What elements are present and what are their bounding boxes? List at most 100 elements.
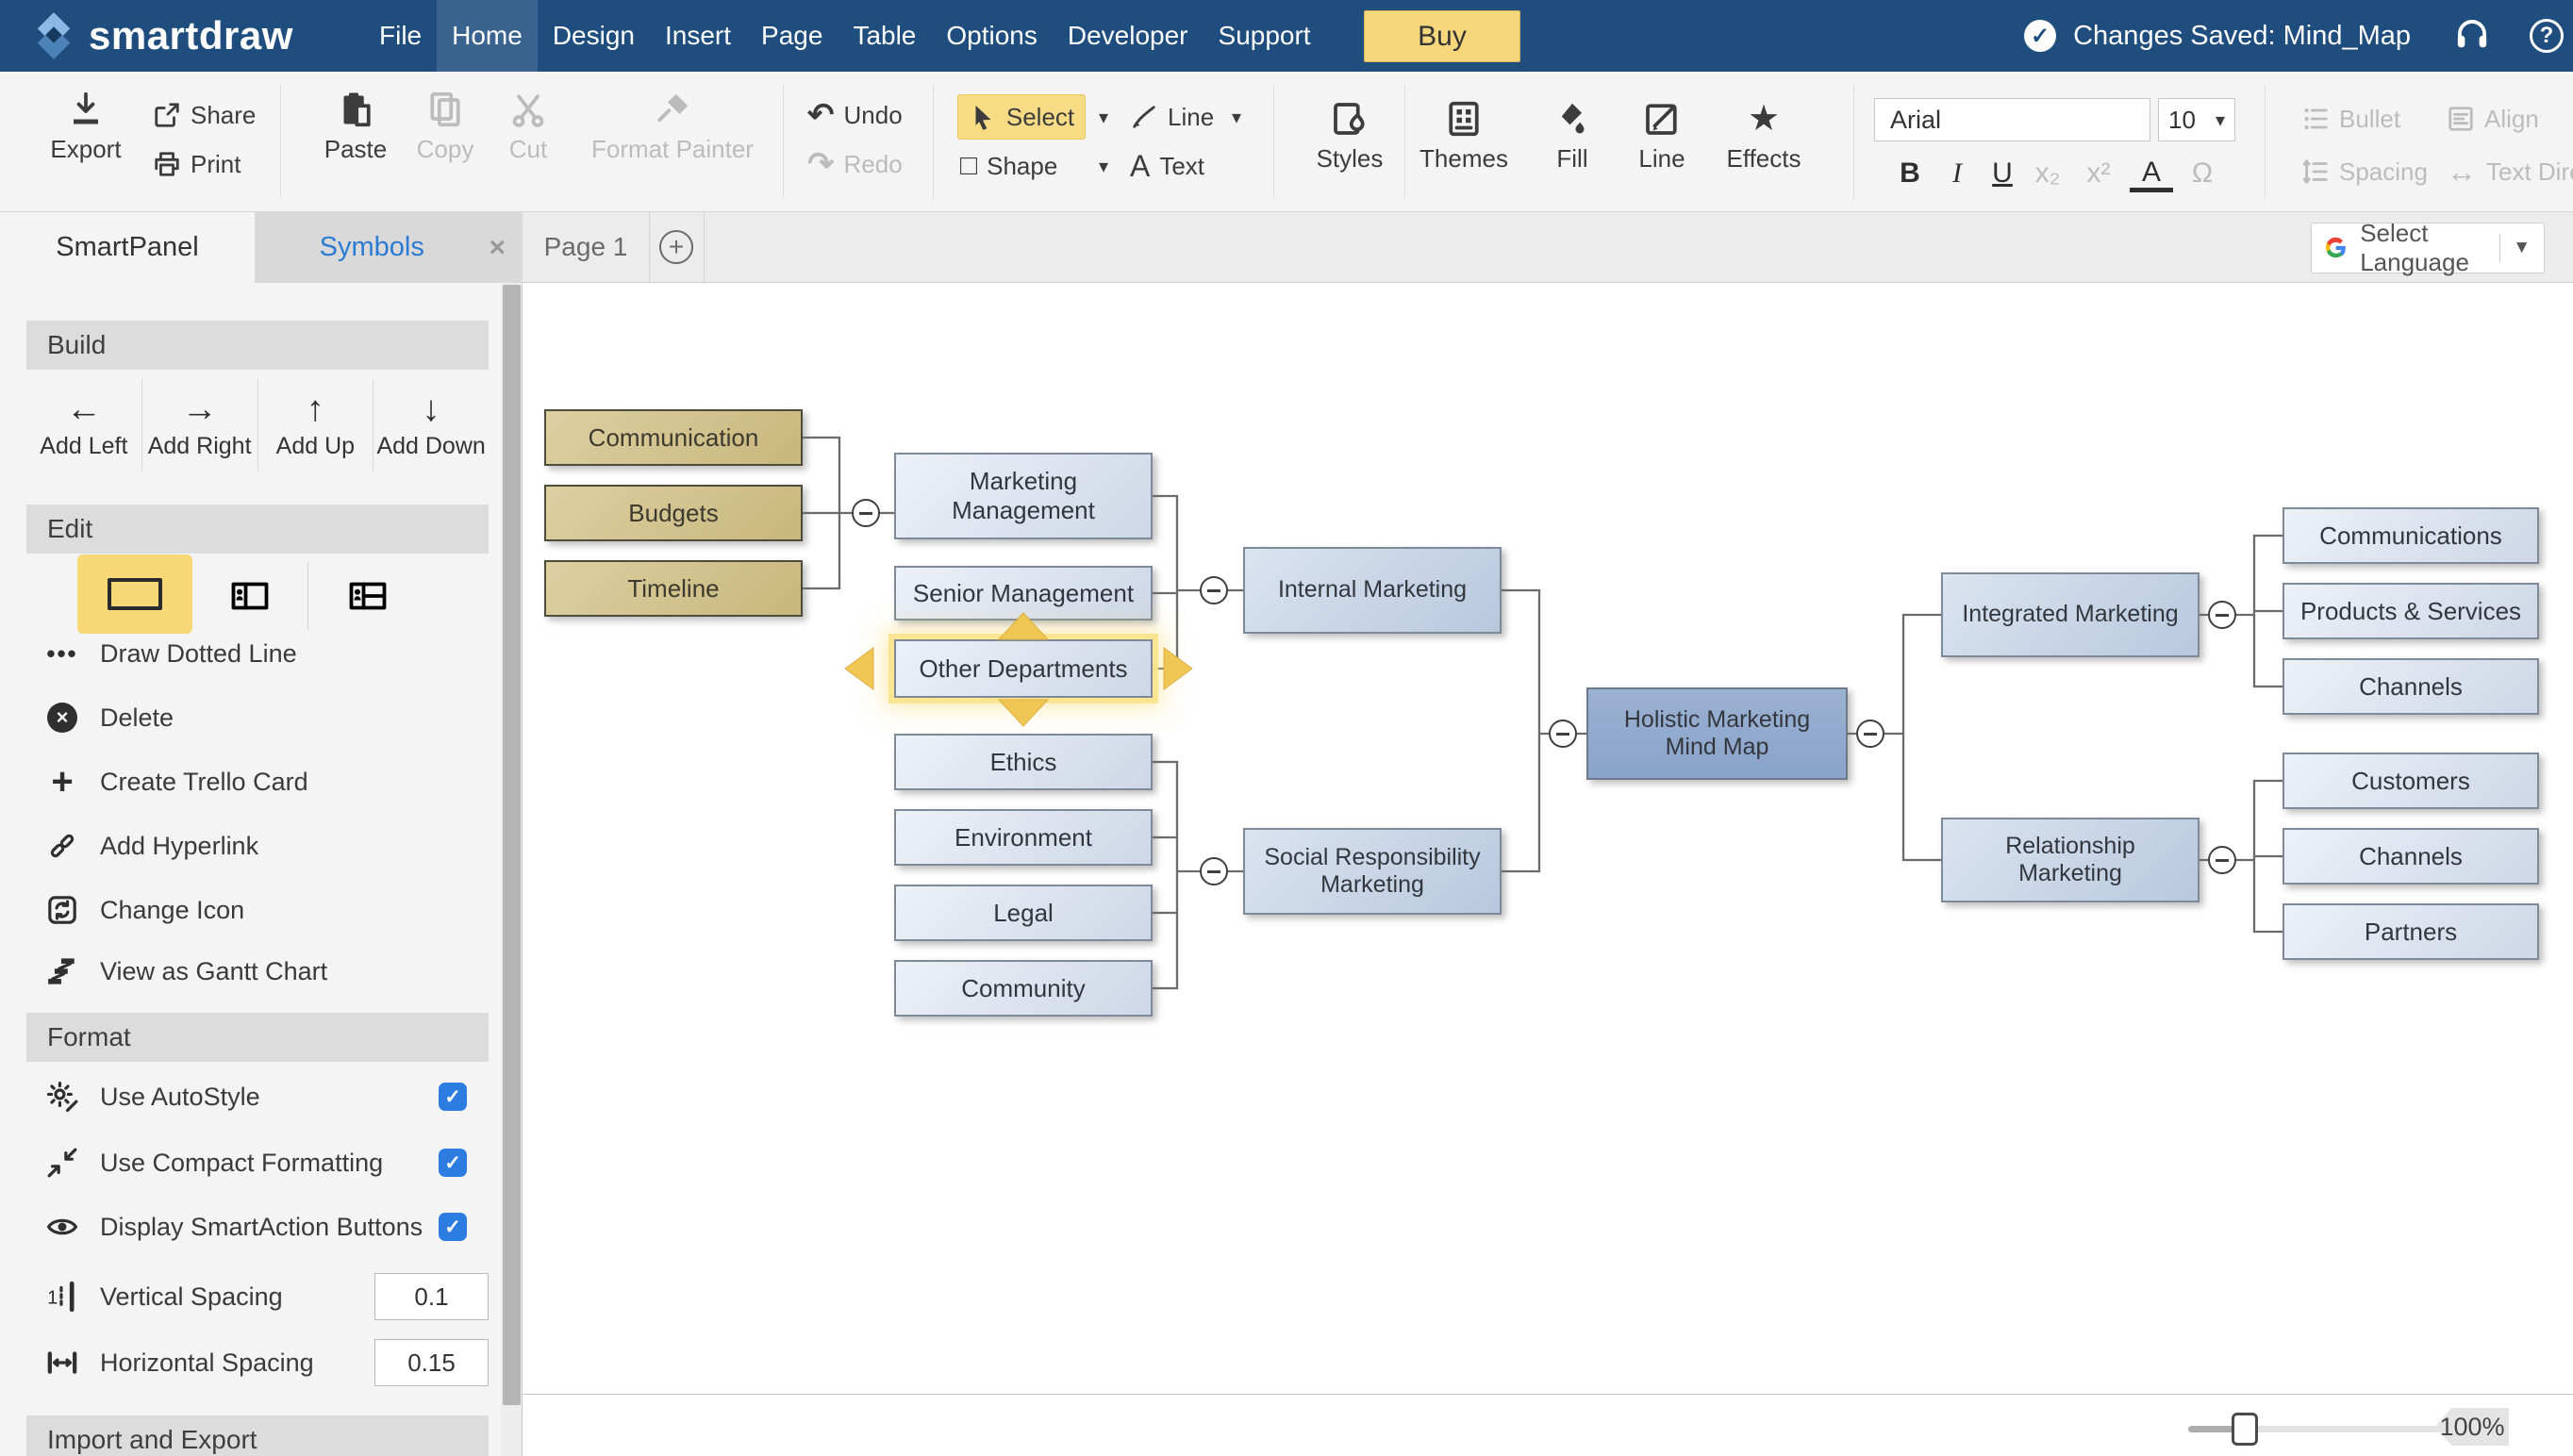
close-icon[interactable]: × <box>489 231 506 263</box>
fill-button[interactable]: Fill <box>1541 100 1603 174</box>
subscript-button[interactable]: x₂ <box>2034 157 2061 189</box>
shape-tool-dropdown[interactable]: ▾ <box>1089 143 1118 189</box>
line-tool-button[interactable]: Line <box>1130 94 1214 140</box>
menu-item-home[interactable]: Home <box>437 0 538 72</box>
menu-item-file[interactable]: File <box>379 21 423 50</box>
styles-button[interactable]: Styles <box>1309 100 1390 174</box>
font-size-select[interactable]: 10 ▾ <box>2158 98 2235 141</box>
use-autostyle-checkbox[interactable]: ✓ <box>439 1083 467 1111</box>
single-shape-button[interactable] <box>77 554 192 634</box>
effects-button[interactable]: ★ Effects <box>1726 99 1801 173</box>
bold-button[interactable]: B <box>1900 157 1920 189</box>
text-direction-button[interactable]: ↔ Text Direction <box>2447 154 2573 189</box>
tab-smartpanel[interactable]: SmartPanel <box>56 232 199 262</box>
node-senior-management[interactable]: Senior Management <box>894 566 1153 620</box>
change-icon[interactable]: Change Icon <box>0 883 495 937</box>
node-products-services[interactable]: Products & Services <box>2282 583 2539 639</box>
zoom-slider-track[interactable] <box>2188 1426 2501 1432</box>
undo-button[interactable]: ↶ Undo <box>807 97 903 133</box>
node-community[interactable]: Community <box>894 960 1153 1017</box>
symbol-omega-button[interactable]: Ω <box>2191 157 2214 189</box>
menu-item-support[interactable]: Support <box>1218 21 1311 50</box>
split-card-shape-button[interactable] <box>203 566 297 626</box>
menu-item-table[interactable]: Table <box>853 21 917 50</box>
row-card-shape-button[interactable] <box>321 566 415 626</box>
font-family-input[interactable] <box>1874 98 2150 141</box>
text-tool-button[interactable]: A Text <box>1130 148 1205 183</box>
align-button[interactable]: Align <box>2447 96 2539 141</box>
node-ethics[interactable]: Ethics <box>894 734 1153 790</box>
node-timeline[interactable]: Timeline <box>544 560 803 617</box>
buy-button[interactable]: Buy <box>1364 10 1520 62</box>
italic-button[interactable]: I <box>1952 157 1962 189</box>
delete[interactable]: ×Delete <box>0 690 495 745</box>
node-communications[interactable]: Communications <box>2282 507 2539 564</box>
node-holistic-marketing-mind-map[interactable]: Holistic Marketing Mind Map <box>1586 687 1848 780</box>
collapse-branch-toggle[interactable] <box>1856 720 1884 748</box>
node-budgets[interactable]: Budgets <box>544 485 803 541</box>
zoom-slider-handle[interactable] <box>2232 1413 2258 1446</box>
menu-item-developer[interactable]: Developer <box>1067 21 1188 50</box>
tab-symbols[interactable]: Symbols × <box>255 212 523 283</box>
node-marketing-management[interactable]: Marketing Management <box>894 453 1153 539</box>
copy-button[interactable]: Copy <box>407 91 483 164</box>
themes-button[interactable]: Themes <box>1417 100 1511 174</box>
add-up-button[interactable]: ↑Add Up <box>257 379 374 472</box>
collapse-branch-toggle[interactable] <box>1200 857 1228 885</box>
add-right-button[interactable]: →Add Right <box>141 379 257 472</box>
node-communication[interactable]: Communication <box>544 409 803 466</box>
node-legal[interactable]: Legal <box>894 885 1153 941</box>
display-smartaction-buttons-checkbox[interactable]: ✓ <box>439 1213 467 1241</box>
select-tool-button[interactable]: Select <box>957 94 1086 140</box>
collapse-branch-toggle[interactable] <box>852 499 880 527</box>
support-headset-icon[interactable] <box>2454 16 2490 57</box>
add-down-button[interactable]: ↓Add Down <box>373 379 489 472</box>
redo-button[interactable]: ↷ Redo <box>807 146 903 182</box>
spacing-button[interactable]: Spacing <box>2301 149 2428 194</box>
line-tool-dropdown[interactable]: ▾ <box>1222 94 1251 140</box>
collapse-branch-toggle[interactable] <box>1549 720 1577 748</box>
node-other-departments[interactable]: Other Departments <box>894 639 1153 698</box>
line-style-button[interactable]: Line <box>1624 100 1700 174</box>
bullet-button[interactable]: Bullet <box>2301 96 2400 141</box>
node-customers[interactable]: Customers <box>2282 753 2539 809</box>
vertical-spacing-input[interactable] <box>374 1273 489 1320</box>
export-button[interactable]: Export <box>34 91 138 164</box>
collapse-branch-toggle[interactable] <box>1200 576 1228 604</box>
horizontal-spacing-input[interactable] <box>374 1339 489 1386</box>
menu-item-page[interactable]: Page <box>761 21 823 50</box>
share-button[interactable]: Share <box>153 92 256 138</box>
underline-button[interactable]: U <box>1992 157 2013 189</box>
print-button[interactable]: Print <box>153 141 241 187</box>
node-social-responsibility-marketing[interactable]: Social Responsibility Marketing <box>1243 828 1502 915</box>
cut-button[interactable]: Cut <box>494 91 562 164</box>
collapse-branch-toggle[interactable] <box>2208 846 2236 874</box>
sidebar-scrollbar-thumb[interactable] <box>503 285 521 1405</box>
node-integrated-marketing[interactable]: Integrated Marketing <box>1941 572 2200 657</box>
create-trello-card[interactable]: +Create Trello Card <box>0 754 495 809</box>
font-color-button[interactable]: A <box>2130 157 2173 192</box>
node-channels-bottom[interactable]: Channels <box>2282 828 2539 885</box>
node-partners[interactable]: Partners <box>2282 903 2539 960</box>
select-tool-dropdown[interactable]: ▾ <box>1089 94 1118 140</box>
node-channels-top[interactable]: Channels <box>2282 658 2539 715</box>
node-internal-marketing[interactable]: Internal Marketing <box>1243 547 1502 634</box>
draw-dotted-line[interactable]: •••Draw Dotted Line <box>0 626 495 681</box>
superscript-button[interactable]: x² <box>2086 157 2111 189</box>
menu-item-insert[interactable]: Insert <box>665 21 732 50</box>
help-icon[interactable]: ? <box>2530 19 2564 53</box>
smartdraw-logo[interactable]: smartdraw <box>32 0 293 72</box>
add-page-button[interactable]: + <box>649 212 704 282</box>
add-left-button[interactable]: ←Add Left <box>40 389 128 459</box>
paste-button[interactable]: Paste <box>313 91 398 164</box>
menu-item-options[interactable]: Options <box>946 21 1038 50</box>
tab-page-1[interactable]: Page 1 <box>543 232 628 261</box>
format-painter-button[interactable]: Format Painter <box>573 91 772 164</box>
node-environment[interactable]: Environment <box>894 809 1153 866</box>
view-as-gantt-chart[interactable]: View as Gantt Chart <box>0 944 495 999</box>
collapse-branch-toggle[interactable] <box>2208 601 2236 629</box>
menu-item-design[interactable]: Design <box>552 21 635 50</box>
node-relationship-marketing[interactable]: Relationship Marketing <box>1941 818 2200 902</box>
shape-tool-button[interactable]: □ Shape <box>960 150 1058 181</box>
